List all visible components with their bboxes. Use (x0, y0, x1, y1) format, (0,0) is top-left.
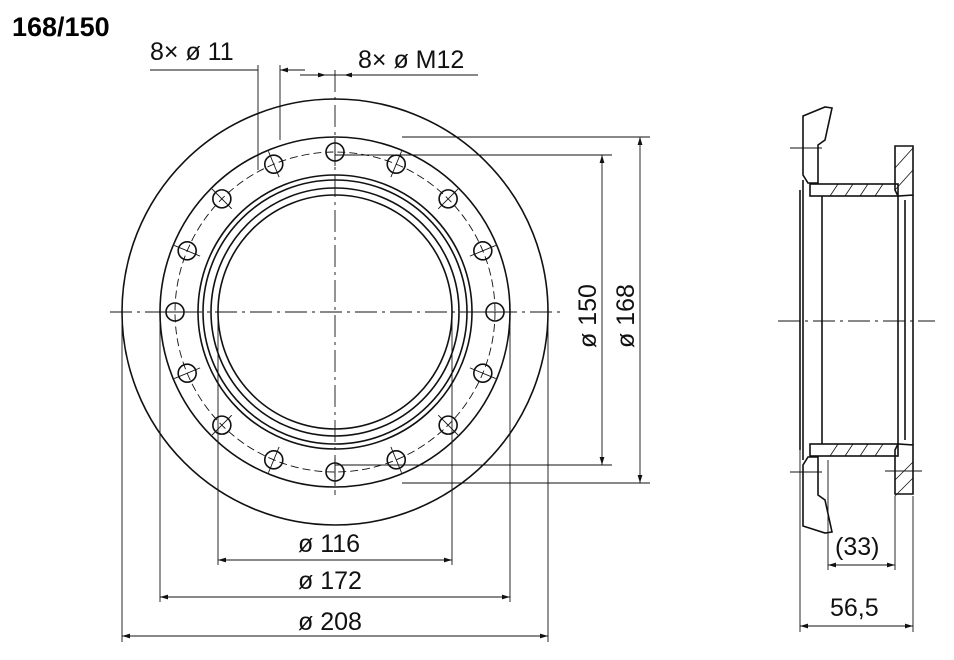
hole-centermark (437, 188, 459, 210)
left-flange-bottom (802, 456, 833, 534)
hole-centermark (390, 446, 403, 473)
bore-edge-circle (210, 187, 460, 437)
hole-centermark (211, 188, 233, 210)
hub-ring-circle (202, 179, 468, 445)
hole-centermark (390, 151, 403, 178)
hole-callout-threaded: 8× ø M12 (358, 46, 464, 74)
tube-wall-top (809, 183, 899, 197)
dim-vertical-168: ø 168 (612, 284, 640, 348)
dim-ref-33: (33) (835, 533, 879, 561)
hole-centermark (267, 446, 280, 473)
threaded-hole (473, 363, 493, 384)
hole-centermark (267, 151, 280, 178)
dim-inner: ø 116 (298, 530, 360, 558)
side-dimensions: (33) 56,5 (799, 450, 914, 632)
threaded-hole (177, 240, 197, 261)
hub-outer-circle (197, 174, 473, 450)
front-dimensions: 8× ø 11 8× ø M12 ø 116 ø 172 ø 208 ø 150… (121, 38, 650, 642)
threaded-hole (263, 154, 284, 174)
dim-vertical-150: ø 150 (574, 284, 602, 348)
hole-centermark (469, 244, 496, 257)
hole-centermark (211, 414, 233, 436)
dim-bolt: ø 172 (298, 567, 362, 595)
hole-centermark (174, 244, 201, 257)
hole-callout-through: 8× ø 11 (150, 38, 234, 66)
through-hole (212, 415, 232, 435)
threaded-hole (177, 363, 197, 384)
front-view (110, 70, 565, 526)
right-flange-top (894, 145, 914, 197)
drawing-title: 168/150 (12, 12, 110, 42)
dim-total-56-5: 56,5 (830, 594, 879, 622)
threaded-hole (386, 450, 407, 470)
hole-centermark (174, 367, 201, 380)
dim-outer: ø 208 (298, 608, 362, 636)
through-hole (438, 415, 458, 435)
left-flange-top (802, 106, 833, 184)
hole-centermark (437, 414, 459, 436)
threaded-hole (473, 240, 493, 261)
hole-centermark (469, 367, 496, 380)
through-hole (438, 189, 458, 209)
tube-wall-bottom (809, 443, 899, 457)
right-flange-bottom (894, 443, 914, 495)
threaded-hole (263, 450, 284, 470)
through-hole (212, 189, 232, 209)
side-view (778, 106, 935, 534)
